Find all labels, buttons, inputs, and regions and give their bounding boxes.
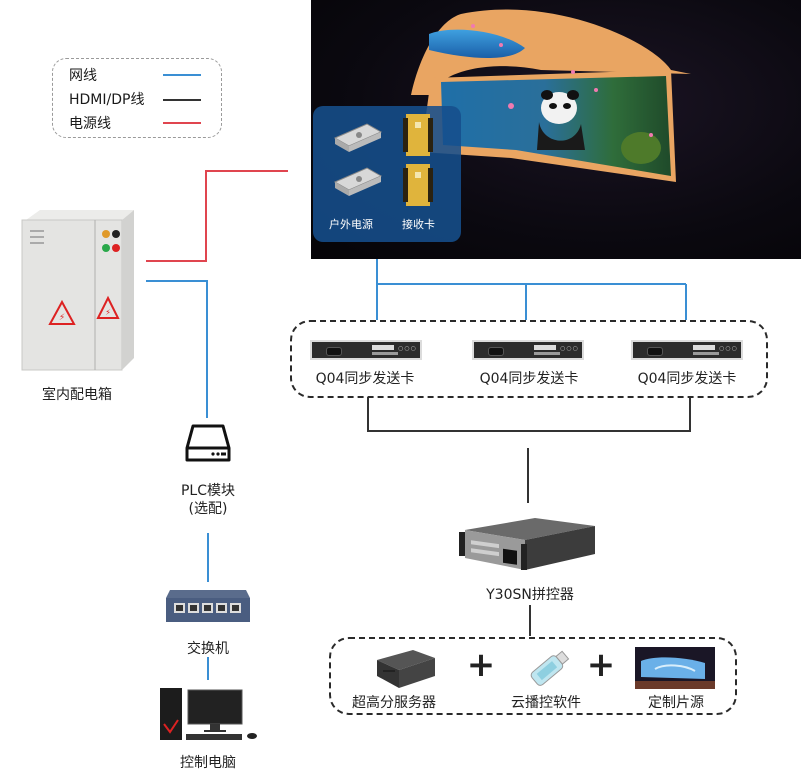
switch-label: 交换机 <box>187 641 229 657</box>
legend-swatch-network <box>163 74 201 76</box>
source-group <box>329 637 737 715</box>
outdoor-equipment-overlay: 户外电源 接收卡 <box>313 106 461 242</box>
outdoor-power-label: 户外电源 <box>329 218 373 231</box>
distribution-box-icon: ⚡ ⚡ <box>21 210 134 371</box>
svg-text:⚡: ⚡ <box>59 313 65 323</box>
control-pc-icon <box>160 688 257 740</box>
plc-module-label: PLC模块 <box>180 483 236 499</box>
sender-card-label: Q04同步发送卡 <box>315 371 415 387</box>
plus-sign: + <box>466 645 496 685</box>
receiver-card-icon <box>403 114 433 156</box>
sender-card-label: Q04同步发送卡 <box>637 371 737 387</box>
network-switch-icon <box>166 590 250 622</box>
sender-card-label: Q04同步发送卡 <box>479 371 579 387</box>
software-label: 云播控软件 <box>511 695 581 711</box>
legend-swatch-power <box>163 122 201 124</box>
legend-item-power: 电源线 <box>69 113 111 133</box>
control-pc-label: 控制电脑 <box>180 755 236 771</box>
power-cable-line <box>146 170 288 262</box>
distribution-box-label: 室内配电箱 <box>42 387 112 403</box>
receiver-card-icon <box>403 164 433 206</box>
receiver-card-label: 接收卡 <box>402 218 435 231</box>
plc-module-icon <box>185 424 231 462</box>
sender-card-icon: ○○○ <box>631 340 743 360</box>
plus-sign: + <box>586 645 616 685</box>
outdoor-power-supply-icon <box>333 123 383 152</box>
svg-text:⚡: ⚡ <box>105 308 111 317</box>
usb-software-icon <box>530 650 570 686</box>
hdmi-cable-line-senders <box>367 397 691 432</box>
content-label: 定制片源 <box>648 695 704 711</box>
legend-swatch-hdmi <box>163 99 201 101</box>
legend-label: 电源线 <box>69 116 111 132</box>
server-icon <box>377 650 435 688</box>
legend-label: 网线 <box>69 68 97 84</box>
legend-item-hdmi: HDMI/DP线 <box>69 89 144 109</box>
outdoor-power-supply-icon <box>333 167 383 196</box>
legend-label: HDMI/DP线 <box>69 92 145 108</box>
splicing-controller-icon <box>459 518 595 570</box>
sender-card-icon: ○○○ <box>310 340 422 360</box>
led-screen-photo: 户外电源 接收卡 <box>311 0 801 259</box>
network-cable-line-box-plc <box>146 280 208 418</box>
sender-card-group <box>290 320 768 398</box>
custom-content-thumbnail-icon <box>635 647 715 689</box>
plc-module-note: (选配) <box>188 501 228 517</box>
legend: 网线 HDMI/DP线 电源线 <box>52 58 222 138</box>
curved-led-screen-image <box>411 9 691 182</box>
sender-card-icon: ○○○ <box>472 340 584 360</box>
server-label: 超高分服务器 <box>352 695 436 711</box>
controller-label: Y30SN拼控器 <box>486 587 574 603</box>
legend-item-network: 网线 <box>69 65 97 85</box>
